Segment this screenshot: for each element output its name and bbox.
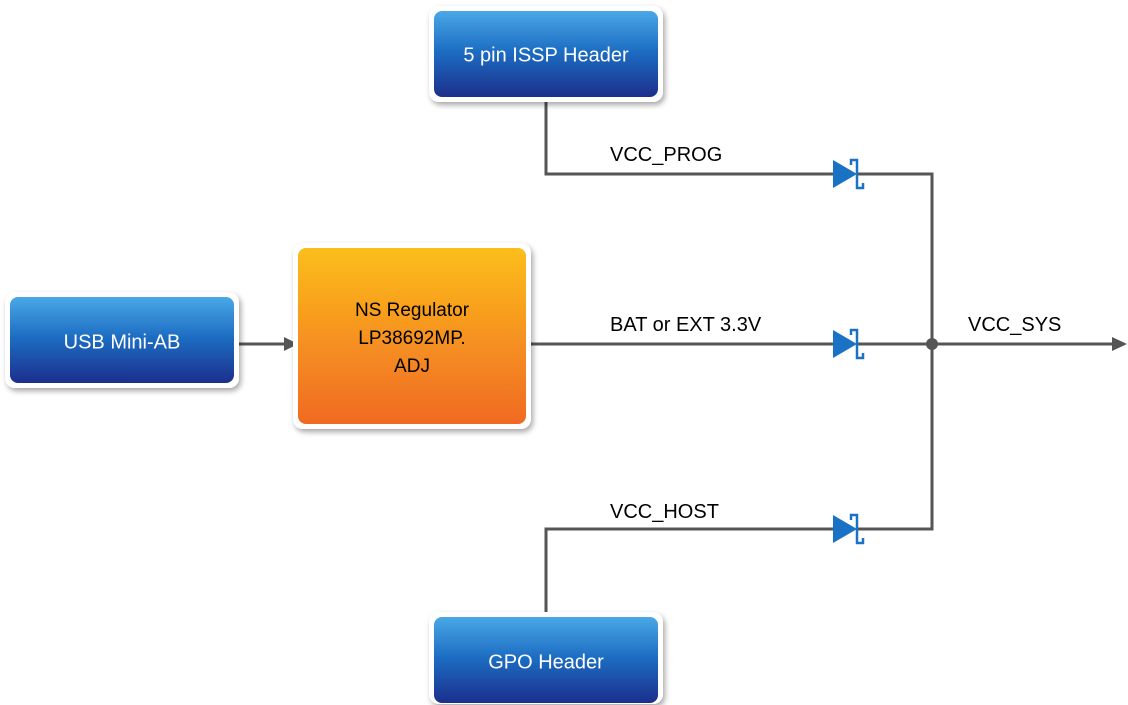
wire-vcc-host-out	[858, 344, 934, 531]
ns-regulator-block	[293, 243, 531, 429]
gpo-header-label: GPO Header	[488, 651, 604, 673]
issp-header-label: 5 pin ISSP Header	[463, 44, 629, 66]
regulator-label-line-3: ADJ	[394, 356, 430, 377]
regulator-label-line-1: NS Regulator	[355, 300, 470, 321]
usb-mini-ab-label: USB Mini-AB	[64, 331, 181, 353]
net-label-vcc-host: VCC_HOST	[610, 501, 719, 523]
wire-vcc-host	[544, 527, 834, 612]
arrowhead-usb-to-regulator	[284, 337, 298, 351]
wire-vcc-prog	[544, 100, 834, 176]
net-label-vcc-sys: VCC_SYS	[968, 314, 1061, 336]
issp-header-block	[429, 6, 663, 102]
schottky-diode-host-icon	[833, 513, 865, 545]
net-label-bat-ext: BAT or EXT 3.3V	[610, 314, 762, 336]
usb-mini-ab-block	[5, 292, 239, 388]
schottky-diode-bat-icon	[833, 328, 865, 360]
net-label-vcc-prog: VCC_PROG	[610, 144, 722, 166]
junction-dot	[926, 338, 938, 350]
wire-vcc-prog-out	[858, 172, 934, 344]
arrowhead-vcc-sys	[1112, 337, 1127, 351]
schottky-diode-prog-icon	[833, 158, 865, 190]
regulator-label-line-2: LP38692MP.	[358, 328, 465, 349]
gpo-header-block	[429, 612, 663, 704]
